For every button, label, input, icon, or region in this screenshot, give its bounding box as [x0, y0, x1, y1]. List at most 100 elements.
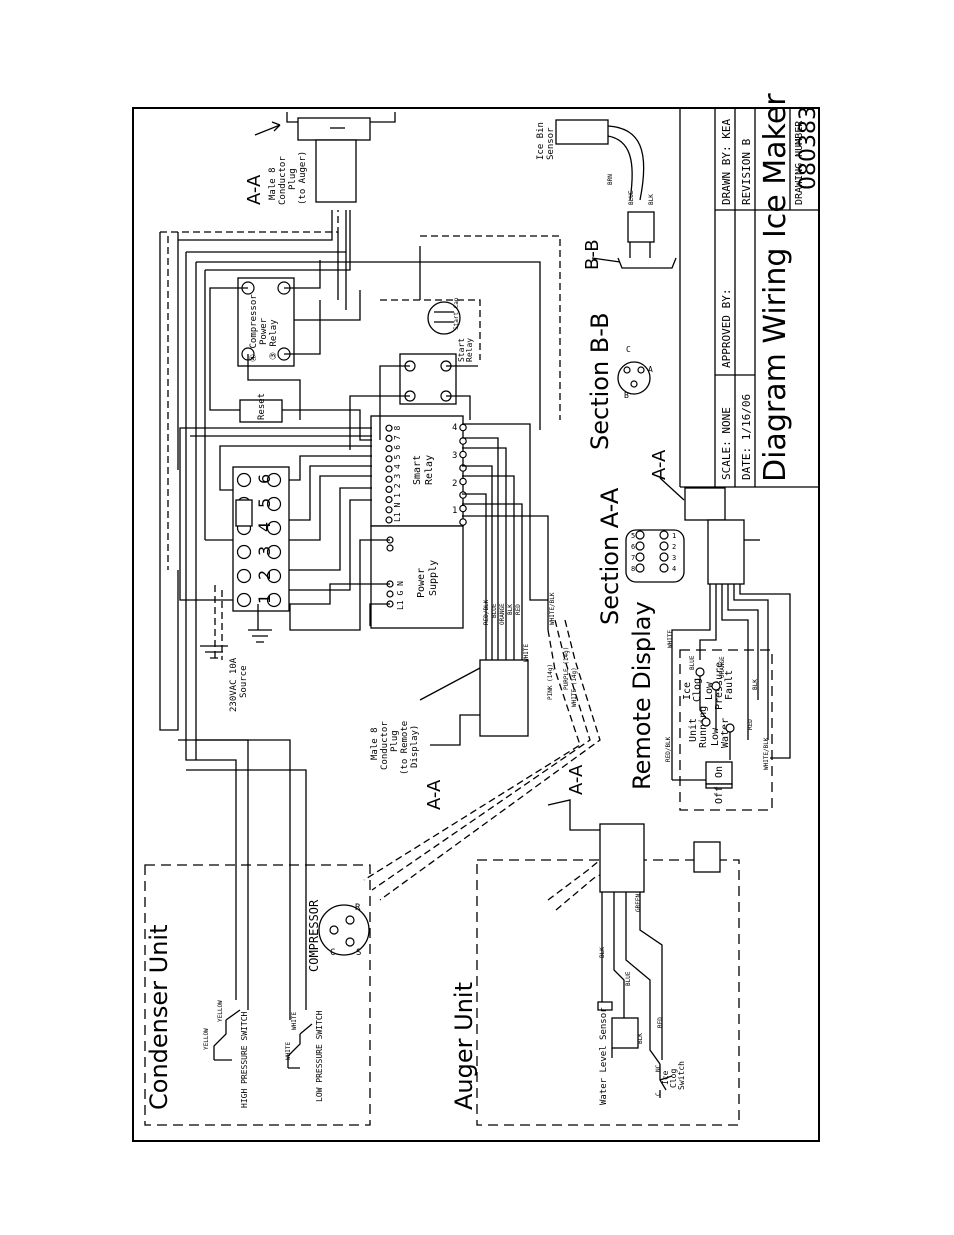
- reset-label: Reset: [257, 393, 267, 420]
- smart-relay-pin: [385, 516, 393, 524]
- wire-label-blk-sensor: BLK: [637, 1033, 644, 1044]
- terminal-block: 1 2 3 4 5 6: [232, 466, 290, 612]
- start-relay-line-2: Relay: [465, 338, 474, 362]
- display-low-pressure: Low: [704, 681, 715, 700]
- ice-bin-sensor-line-1: Ice Bin: [536, 122, 546, 160]
- wire-label-c: C: [655, 1092, 662, 1096]
- aa-arrow-display: [659, 477, 685, 501]
- source-line-1: 230VAC 10A: [229, 657, 239, 712]
- power-source: 230VAC 10A Source: [200, 629, 272, 712]
- source-line-2: Source: [239, 665, 249, 698]
- display-on: On: [714, 766, 725, 778]
- terminal-2: 2: [255, 570, 274, 580]
- wire-label-blue-bb: BLUE: [628, 190, 635, 205]
- terminal-screw: [236, 472, 252, 488]
- aa-pin-number: 8: [631, 565, 635, 573]
- display-clog: Clog: [692, 678, 703, 702]
- wire-label-nc: NC: [655, 1064, 662, 1072]
- section-bb-connector: A B C: [617, 345, 653, 400]
- wire-label-green: GREEN: [635, 894, 642, 912]
- power-supply-line-1: Power: [416, 568, 427, 598]
- aa-pin: [635, 563, 645, 573]
- aa-label-top: A-A: [244, 174, 265, 205]
- display-fault: Fault: [724, 670, 735, 700]
- water-level-sensor: [611, 1017, 639, 1049]
- scale-label: SCALE: NONE: [720, 407, 733, 480]
- aa-pin-number: 7: [631, 554, 635, 562]
- wire-label-yellow-1: YELLOW: [203, 1028, 210, 1050]
- plug-remote-line-2: Conductor: [380, 721, 390, 770]
- condenser-unit: C R S COMPRESSOR HIGH PRESSURE SWITCH LO…: [144, 864, 371, 1126]
- aa-pin: [659, 563, 669, 573]
- terminal-screw: [266, 472, 282, 488]
- smart-relay-pin: [385, 465, 393, 473]
- wire-label-yellow-2: YELLOW: [217, 1000, 224, 1022]
- plug-auger-line-4: (to Auger): [298, 151, 308, 205]
- display-unit: Unit: [688, 718, 699, 742]
- aa-pin-number: 1: [672, 532, 676, 540]
- terminal-4: 4: [255, 522, 274, 532]
- date-label: DATE: 1/16/06: [740, 394, 753, 480]
- compressor-relay-line-2: Power: [259, 317, 269, 345]
- auger-unit-title: Auger Unit: [450, 982, 478, 1110]
- smart-relay-line-1: Smart: [412, 455, 423, 485]
- smart-relay-pin: [385, 496, 393, 504]
- ice-bin-sensor: Ice Bin Sensor BRN BLUE BLK: [536, 119, 677, 269]
- approved-by-label: APPROVED BY:: [720, 289, 733, 368]
- smart-relay-pins-left: L1 N 1 2 3 4 5 6 7 8: [393, 425, 402, 522]
- start-cap: Start Cap: [427, 297, 461, 335]
- ice-clog-switch-line-2: Clog: [669, 1069, 678, 1088]
- led-ice-clog: [695, 667, 705, 677]
- aa-label-auger: A-A: [566, 764, 587, 795]
- ice-clog-switch-line-3: Switch: [677, 1061, 686, 1090]
- wire-label-white-blk-panel: WHITE/BLK: [549, 592, 556, 625]
- wire-label-red-blk-display: RED/BLK: [665, 736, 672, 762]
- smart-relay-output-pin: [459, 504, 467, 513]
- smart-relay-output-pin: [459, 518, 467, 526]
- wire-label-red-display: RED: [747, 719, 754, 730]
- bb-label: B-B: [582, 239, 603, 270]
- compressor-pin-s: S: [356, 948, 361, 958]
- led-unit-running: [701, 717, 711, 727]
- wire-label-orange-panel: ORANGE: [499, 603, 506, 625]
- terminal-screw: [266, 496, 282, 512]
- wire-label-blue-display: BLUE: [689, 655, 696, 670]
- display-water: Water: [720, 718, 731, 748]
- aa-label-display: A-A: [649, 449, 670, 480]
- power-supply-pins: L1 G N: [396, 581, 405, 610]
- revision-label: REVISION B: [740, 138, 753, 205]
- start-relay: Start Relay: [399, 338, 474, 405]
- wire-label-white-14: WHITE (14g): [571, 667, 578, 707]
- bb-pin-c: C: [626, 345, 631, 354]
- compressor-power-relay: ④ Compressor Power ③ Relay: [237, 277, 295, 367]
- smart-relay-pin: [385, 475, 393, 483]
- wire-label-blk-bb: BLK: [648, 194, 655, 205]
- wire-label-blue-auger: BLUE: [625, 971, 632, 986]
- smart-relay-pin-r3: 3: [452, 451, 457, 461]
- drawing-title: Diagram Wiring Ice Maker: [758, 93, 793, 482]
- aa-pin: [635, 552, 645, 562]
- power-supply-line-2: Supply: [428, 560, 439, 596]
- aa-pin: [659, 552, 669, 562]
- bb-arrow: [591, 257, 621, 263]
- smart-relay-pin-r2: 2: [452, 479, 457, 489]
- plug-remote-line-3: Plug: [390, 730, 400, 752]
- title-block: SCALE: NONE DATE: 1/16/06 APPROVED BY: D…: [679, 93, 821, 488]
- wire-label-white-1: WHITE: [285, 1042, 292, 1060]
- compressor-relay-line-3: ③ Relay: [269, 319, 279, 360]
- smart-relay-pin: [385, 455, 393, 463]
- compressor-label: COMPRESSOR: [307, 899, 321, 972]
- smart-relay-output-pin: [459, 423, 467, 432]
- plug-remote-line-1: Male 8: [370, 727, 380, 760]
- smart-relay: L1 N 1 2 3 4 5 6 7 8 Smart Relay 1 2 3 4: [370, 415, 467, 527]
- aa-pin: [659, 541, 669, 551]
- terminal-screw: [266, 520, 282, 536]
- aa-arrow-remote: [430, 714, 480, 746]
- display-low-water: Low: [710, 727, 721, 746]
- plug-auger-line-1: Male 8: [268, 167, 278, 200]
- aa-arrow-auger: [547, 799, 600, 831]
- display-off: Off: [714, 786, 725, 804]
- drawing-number-label: DRAWING NUMBER: [794, 120, 805, 205]
- aa-pin: [659, 530, 669, 540]
